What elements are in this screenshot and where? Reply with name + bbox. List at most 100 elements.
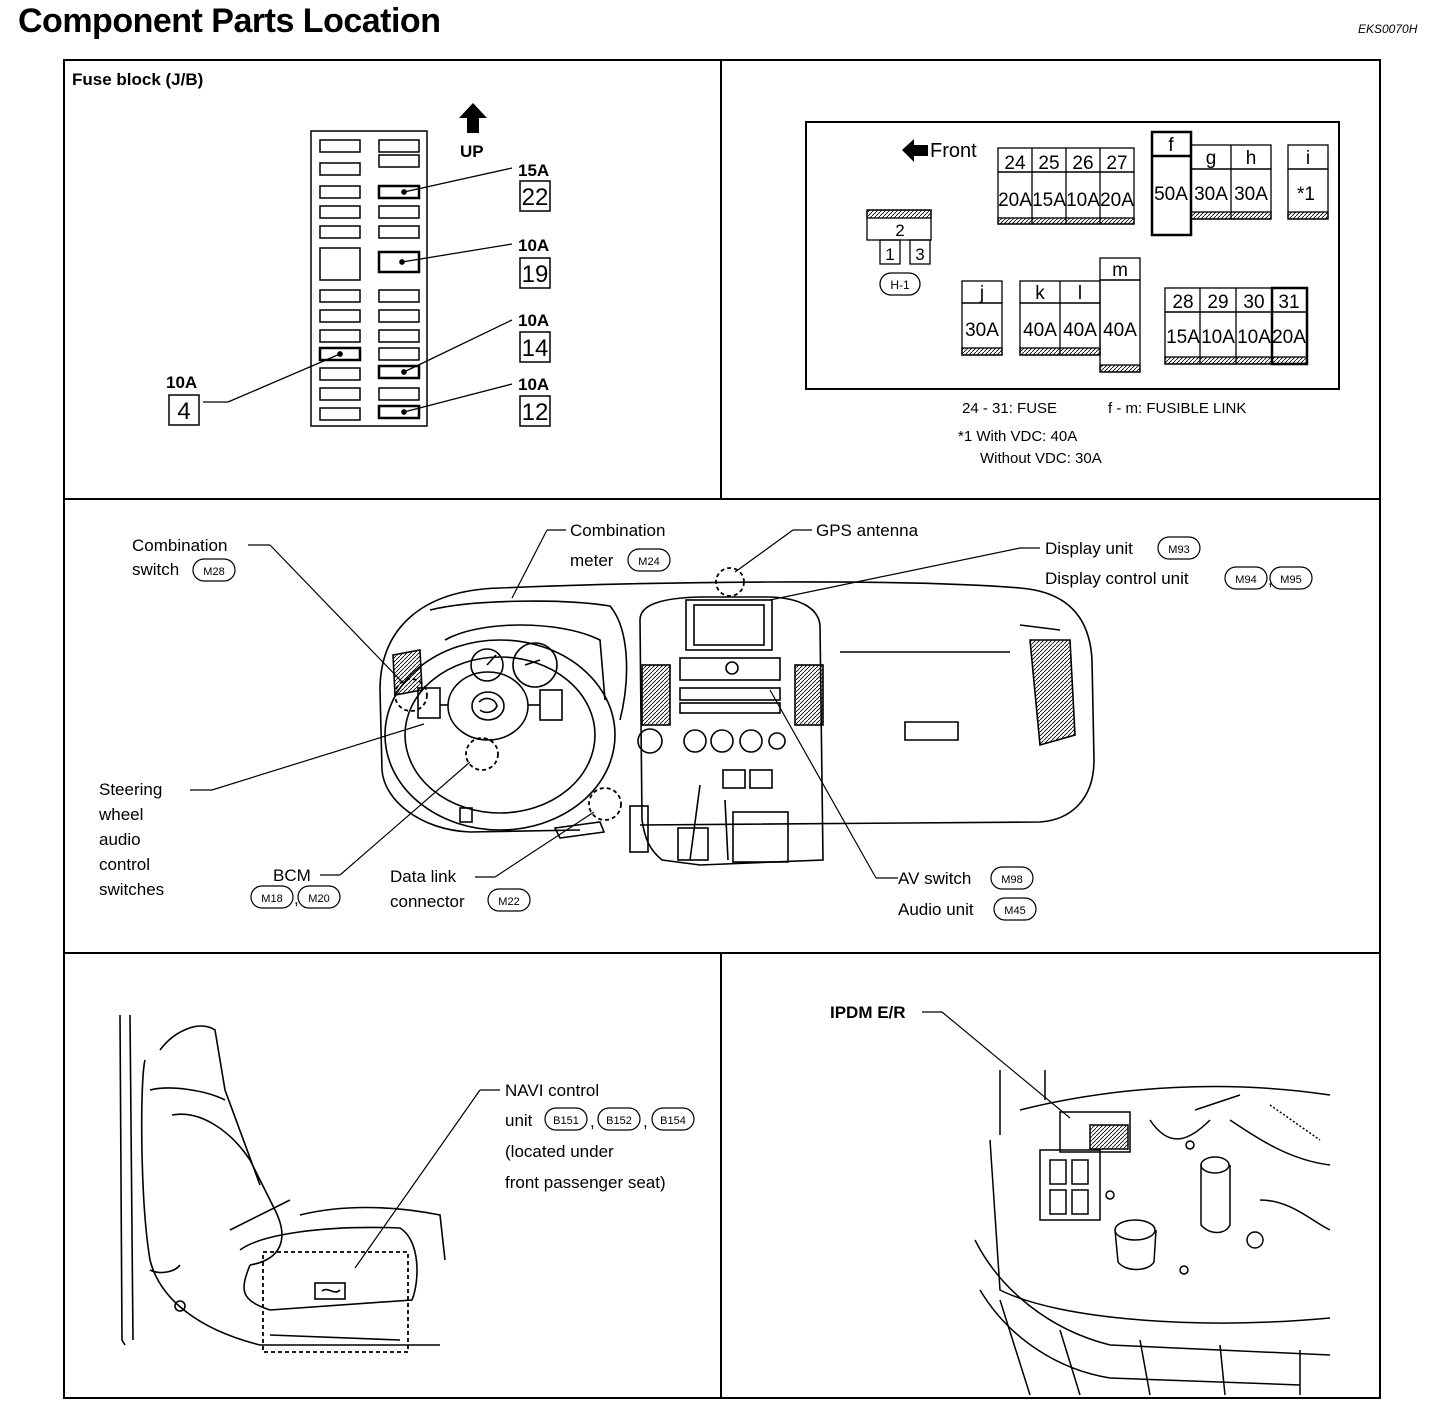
fuse-num-31: 31 xyxy=(1278,292,1299,313)
legend-link: f - m: FUSIBLE LINK xyxy=(1108,400,1246,417)
connector-b154: B154 xyxy=(660,1115,686,1127)
relay-pin-1: 1 xyxy=(885,245,894,264)
fuse-num-29: 29 xyxy=(1207,292,1228,313)
relay-pin-3: 3 xyxy=(915,245,924,264)
fuse-num-25: 25 xyxy=(1038,153,1059,174)
connector-oval-m24 xyxy=(627,548,671,572)
link-id-g: g xyxy=(1206,148,1217,169)
fuse-group-24-27 xyxy=(997,147,1135,225)
connector-oval-m18 xyxy=(250,885,294,909)
fuse-amp-19: 10A xyxy=(518,236,549,255)
navi-unit-line2: unit xyxy=(505,1111,533,1130)
connector-m94: M94 xyxy=(1235,574,1256,586)
seat-leader xyxy=(354,1089,500,1269)
connector-comma: , xyxy=(643,1112,648,1131)
connector-oval-m22 xyxy=(487,888,531,912)
connector-m93: M93 xyxy=(1168,544,1189,556)
panel-frame xyxy=(63,59,1381,1399)
front-arrow-icon xyxy=(902,139,928,162)
connector-m95: M95 xyxy=(1280,574,1301,586)
engine-illustration xyxy=(974,1070,1331,1396)
navi-unit-location-marker xyxy=(262,1251,409,1353)
connector-m28: M28 xyxy=(203,566,224,578)
connector-oval-m98 xyxy=(990,866,1034,890)
steering-switches-line4: control xyxy=(99,855,150,874)
fuse-num-box-12 xyxy=(519,395,551,427)
link-id-h: h xyxy=(1246,148,1257,169)
fuse-amp-24: 20A xyxy=(998,190,1032,211)
fuse-num-box-4 xyxy=(168,394,200,426)
steering-switches-line1: Steering xyxy=(99,780,162,799)
connector-m45: M45 xyxy=(1004,905,1025,917)
front-label: Front xyxy=(930,140,977,162)
connector-oval-b151 xyxy=(544,1107,588,1131)
link-amp-h: 30A xyxy=(1234,184,1268,205)
location-markers xyxy=(394,567,745,821)
link-amp-k: 40A xyxy=(1023,320,1057,341)
connector-oval-b152 xyxy=(597,1107,641,1131)
steering-switches-line2: wheel xyxy=(98,805,143,824)
fuse-num-27: 27 xyxy=(1106,153,1127,174)
audio-unit-label: Audio unit xyxy=(898,900,974,919)
fuse-block-body xyxy=(310,130,428,427)
fuse-num-box-19 xyxy=(519,257,551,289)
fusible-link-klm xyxy=(1019,257,1141,373)
fuse-amp-27: 20A xyxy=(1100,190,1134,211)
link-amp-g: 30A xyxy=(1194,184,1228,205)
connector-b152: B152 xyxy=(606,1115,632,1127)
connector-oval-m94 xyxy=(1224,566,1268,590)
bcm-label: BCM xyxy=(273,866,311,885)
relay-top: 2 xyxy=(895,221,904,240)
fuse-num-14: 14 xyxy=(522,335,549,362)
fuse-box-outline xyxy=(805,121,1340,390)
connector-oval-b154 xyxy=(651,1107,695,1131)
av-switch-label: AV switch xyxy=(898,869,971,888)
combination-switch-line2: switch xyxy=(132,560,179,579)
seat-panel: NAVI control unit B151 , B152 , B154 (lo… xyxy=(119,1014,695,1353)
navi-unit-line1: NAVI control xyxy=(505,1081,599,1100)
fuse-block-label: Fuse block (J/B) xyxy=(72,70,203,89)
fuse-num-22: 22 xyxy=(522,184,549,211)
gps-antenna-label: GPS antenna xyxy=(816,521,919,540)
fuse-amp-14: 10A xyxy=(518,311,549,330)
link-amp-f: 50A xyxy=(1154,184,1188,205)
fuse-amp-4: 10A xyxy=(166,373,197,392)
fuse-num-26: 26 xyxy=(1072,153,1093,174)
display-control-unit-label: Display control unit xyxy=(1045,569,1189,588)
engine-panel: IPDM E/R xyxy=(830,1003,1331,1396)
navi-unit-line4: front passenger seat) xyxy=(505,1173,666,1192)
link-id-j: j xyxy=(979,283,984,304)
connector-m22: M22 xyxy=(498,896,519,908)
combination-meter-line2: meter xyxy=(570,551,614,570)
seat-illustration xyxy=(119,1014,446,1346)
fuse-num-24: 24 xyxy=(1004,153,1026,174)
fusible-link-j xyxy=(961,280,1003,356)
fuse-amp-25: 15A xyxy=(1032,190,1066,211)
fuse-amp-22: 15A xyxy=(518,161,549,180)
connector-oval-m95 xyxy=(1269,566,1313,590)
connector-comma: , xyxy=(294,889,299,908)
connector-oval-m20 xyxy=(297,885,341,909)
fusible-link-gh xyxy=(1190,144,1272,220)
fuse-num-30: 30 xyxy=(1243,292,1264,313)
fuse-amp-28: 15A xyxy=(1166,327,1200,348)
fuse-amp-31: 20A xyxy=(1272,327,1306,348)
dashboard-illustration xyxy=(379,581,1095,866)
connector-b151: B151 xyxy=(553,1115,579,1127)
steering-switches-line5: switches xyxy=(99,880,164,899)
fuse-amp-26: 10A xyxy=(1066,190,1100,211)
page-title: Component Parts Location xyxy=(18,2,441,40)
up-label: UP xyxy=(460,142,484,161)
data-link-line1: Data link xyxy=(390,867,457,886)
relay-connector-oval xyxy=(879,272,921,296)
link-id-i: i xyxy=(1306,148,1310,169)
fuse-num-19: 19 xyxy=(522,261,549,288)
ipdm-label: IPDM E/R xyxy=(830,1003,906,1022)
link-id-f: f xyxy=(1168,135,1174,156)
fuse-block-leaders xyxy=(203,167,513,415)
fuse-amp-29: 10A xyxy=(1201,327,1235,348)
connector-m24: M24 xyxy=(638,556,659,568)
combination-switch-line1: Combination xyxy=(132,536,227,555)
document-code: EKS0070H xyxy=(1358,22,1418,36)
